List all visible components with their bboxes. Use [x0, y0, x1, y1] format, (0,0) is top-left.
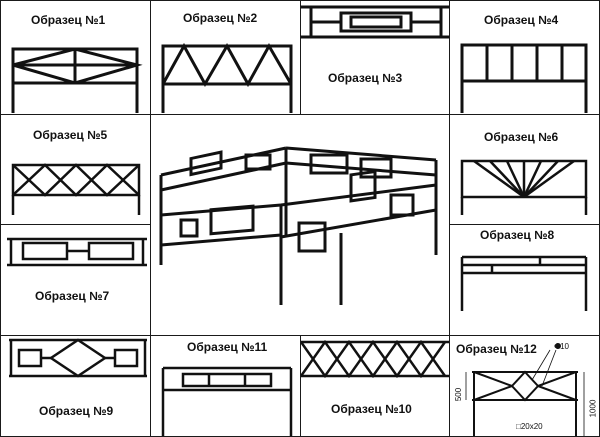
sample-8-cell: Образец №8	[449, 224, 600, 336]
sample-9-label: Образец №9	[39, 404, 114, 418]
sample-3-fence-drawing	[301, 5, 449, 39]
sample-3-label: Образец №3	[328, 71, 403, 85]
sample-10-label: Образец №10	[331, 402, 412, 416]
sample-5-cell: Образец №5	[0, 114, 151, 225]
sample-9-cell: Образец №9	[0, 335, 151, 437]
sample-6-label: Образец №6	[484, 130, 559, 144]
sample-6-cell: Образец №6	[449, 114, 600, 225]
sample-4-cell: Образец №4	[449, 0, 600, 115]
sample-12-fence-drawing	[465, 343, 585, 436]
sample-12-label: Образец №12	[456, 342, 537, 356]
sample-8-label: Образец №8	[480, 228, 555, 242]
sample-6-fence-drawing	[460, 159, 588, 215]
sample-10-fence-drawing	[301, 339, 449, 379]
sample-1-cell: Образец №1	[0, 0, 151, 115]
sample-2-cell: Образец №2	[150, 0, 301, 115]
sample-1-fence-drawing	[11, 47, 143, 113]
sample-2-label: Образец №2	[183, 11, 258, 25]
sample-10-cell: Образец №10	[300, 335, 450, 437]
sample-11-label: Образец №11	[187, 340, 268, 354]
sample-9-fence-drawing	[9, 338, 147, 378]
sample-4-label: Образец №4	[484, 13, 559, 27]
sample-5-fence-drawing	[11, 163, 141, 215]
sample-7-fence-drawing	[7, 237, 147, 267]
sample-7-cell: Образец №7	[0, 224, 151, 336]
sample-12-cell: Образец №12 Ф10 500 1000 □20x20	[449, 335, 600, 437]
sample-5-label: Образец №5	[33, 128, 108, 142]
sample-3-cell: Образец №3	[300, 0, 450, 115]
sample-2-fence-drawing	[161, 42, 293, 113]
sample-7-label: Образец №7	[35, 289, 110, 303]
center-3d-fence-cell	[150, 114, 450, 336]
fence-3d-illustration	[159, 146, 438, 305]
dimension-diameter: Ф10	[554, 342, 569, 351]
sample-8-fence-drawing	[460, 255, 588, 311]
dimension-profile: □20x20	[516, 422, 543, 431]
sample-1-label: Образец №1	[31, 13, 106, 27]
sample-11-cell: Образец №11	[150, 335, 301, 437]
sample-4-fence-drawing	[460, 43, 588, 113]
sample-11-fence-drawing	[161, 366, 293, 436]
